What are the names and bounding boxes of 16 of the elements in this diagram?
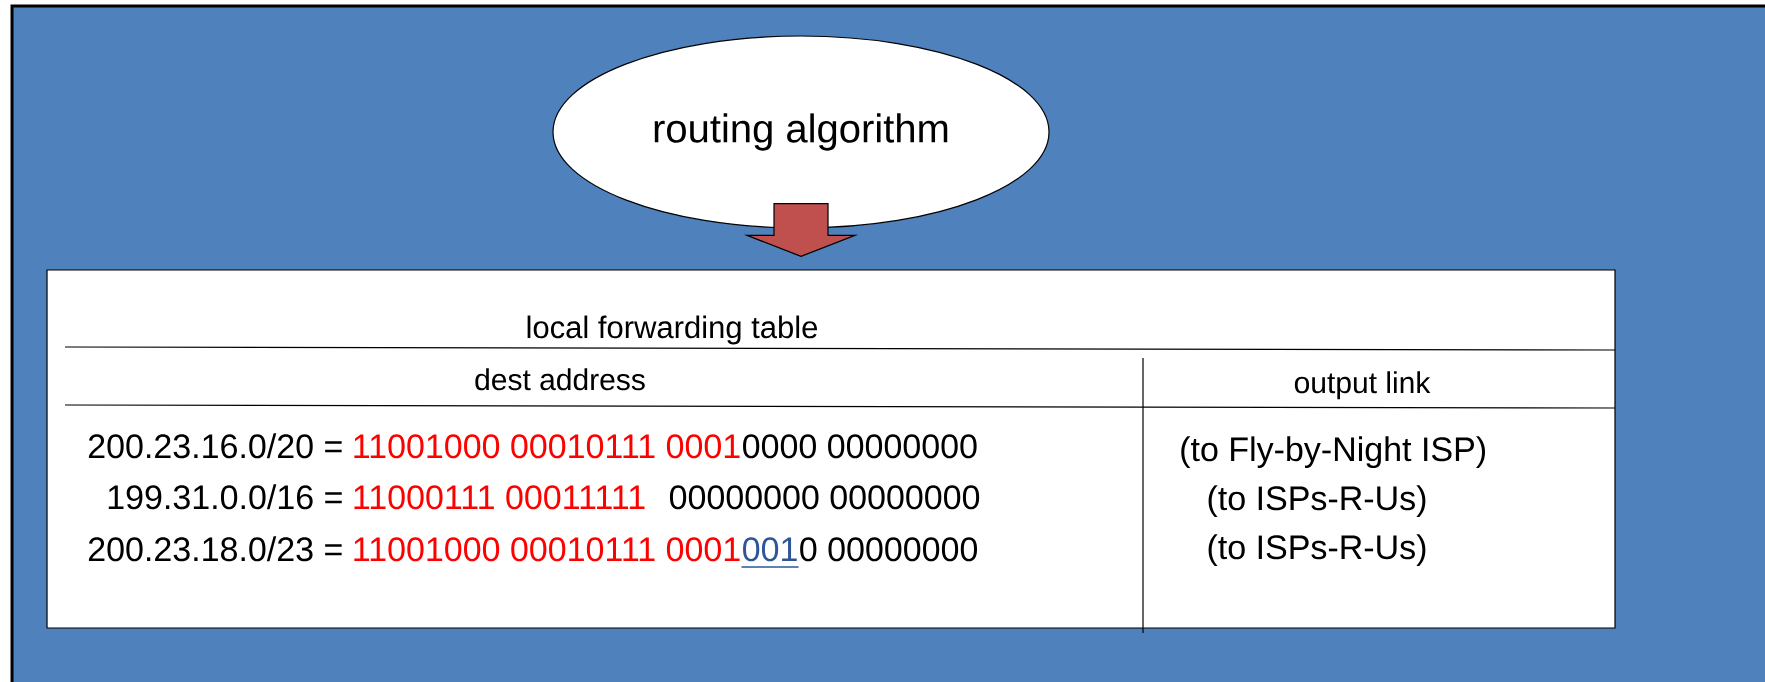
cell-text: (to ISPs-R-Us) — [1208, 485, 1426, 518]
cell-text: 199.31.0.0/16 = — [108, 484, 342, 510]
cell-text: 11001000 00010111 0001 — [354, 434, 740, 459]
cell-text: output link — [1294, 371, 1431, 400]
cell-text: 200.23.16.0/20 = — [88, 433, 342, 459]
cell-text: 0 00000000 — [800, 537, 978, 562]
cell-text: (to ISPs-R-Us) — [1208, 534, 1426, 567]
cell-text: 11001000 00010111 0001 — [354, 537, 740, 562]
cell-text: 001 — [740, 537, 800, 568]
cell-text: 200.23.18.0/23 = — [88, 536, 342, 562]
cell-text: dest address — [475, 368, 645, 391]
cell-text: 00000000 00000000 — [669, 485, 980, 510]
cell-text: 11000111 00011111 — [354, 485, 645, 510]
cell-text: 0000 00000000 — [743, 434, 977, 459]
cell-text: (to Fly-by-Night ISP) — [1181, 436, 1485, 469]
block-arrow — [743, 203, 859, 258]
